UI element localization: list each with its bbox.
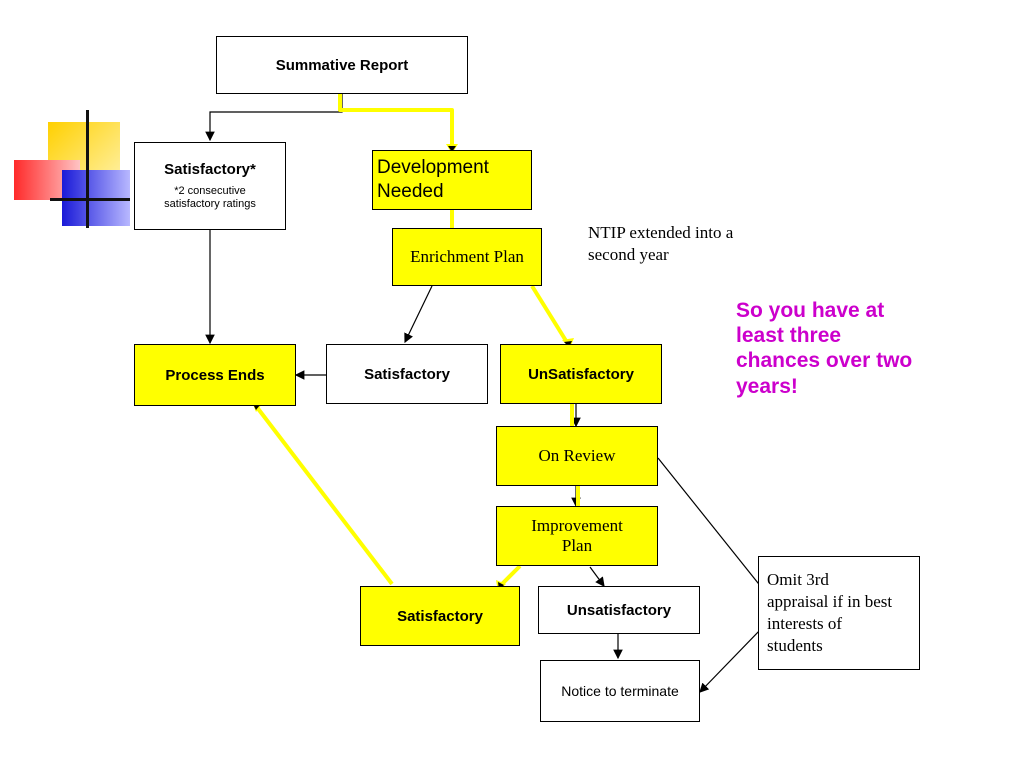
line-improvement-to-unsat (589, 566, 605, 587)
process-ends-label: Process Ends (165, 366, 265, 384)
process-ends-box: Process Ends (134, 344, 296, 406)
summative-report-box: Summative Report (216, 36, 468, 94)
unsatisfactory-mid-box: UnSatisfactory (500, 344, 662, 404)
unsatisfactory-bottom-box: Unsatisfactory (538, 586, 700, 634)
decor-horizontal-line (50, 198, 130, 201)
satisfactory-top-box: Satisfactory* *2 consecutive satisfactor… (134, 142, 286, 230)
development-needed-box: Development Needed (372, 150, 532, 210)
callout-line1: So you have at (736, 299, 885, 322)
on-review-label: On Review (538, 446, 616, 465)
line-summative-to-satisfactory (205, 94, 343, 142)
yellow-path-satisfactory-to-process-ends (254, 404, 394, 586)
omit-third-line1: Omit 3rd (767, 569, 829, 589)
callout-line3: chances over two (736, 349, 913, 373)
ntip-note: NTIP extended into a second year (588, 222, 733, 266)
satisfactory-bottom-box: Satisfactory (360, 586, 520, 646)
omit-third-line2: appraisal if in best (767, 591, 893, 611)
yellow-path-improvement-to-satisfactory (498, 564, 522, 588)
callout-line4: years! (736, 374, 798, 398)
summative-report-label: Summative Report (275, 56, 409, 74)
development-needed-line1: Development (377, 157, 489, 179)
omit-third-box: Omit 3rd appraisal if in best interests … (758, 556, 920, 670)
unsatisfactory-bottom-label: Unsatisfactory (566, 601, 672, 619)
development-needed-line2: Needed (377, 181, 444, 202)
notice-to-terminate-label: Notice to terminate (561, 683, 679, 699)
callout-text: So you have at least three chances over … (736, 298, 912, 399)
ntip-note-line2: second year (588, 245, 669, 265)
on-review-box: On Review (496, 426, 658, 486)
line-omit-to-notice (699, 627, 763, 693)
enrichment-plan-label: Enrichment Plan (410, 247, 524, 266)
omit-third-line3: interests of (767, 614, 843, 633)
ntip-note-line1: NTIP extended into a (588, 223, 734, 242)
line-enrichment-to-satisfactory (404, 285, 433, 344)
notice-to-terminate-box: Notice to terminate (540, 660, 700, 722)
arrowhead-development-tip (448, 146, 456, 152)
satisfactory-top-note-line1: *2 consecutive (174, 184, 246, 197)
improvement-plan-box: Improvement Plan (496, 506, 658, 566)
decor-vertical-line (86, 110, 89, 228)
satisfactory-top-title: Satisfactory* (164, 160, 256, 178)
improvement-plan-line2: Plan (561, 536, 593, 555)
unsatisfactory-mid-label: UnSatisfactory (528, 365, 634, 383)
satisfactory-top-note-line2: satisfactory ratings (164, 198, 256, 210)
satisfactory-mid-box: Satisfactory (326, 344, 488, 404)
omit-third-line4: students (767, 636, 823, 656)
satisfactory-mid-label: Satisfactory (364, 365, 450, 383)
enrichment-plan-box: Enrichment Plan (392, 228, 542, 286)
callout-line2: least three (736, 324, 842, 348)
satisfactory-bottom-label: Satisfactory (397, 607, 483, 625)
yellow-path-summative-to-development (338, 94, 454, 150)
line-review-to-omit (657, 457, 763, 589)
yellow-path-enrichment-to-unsat (530, 284, 570, 346)
improvement-plan-line1: Improvement (531, 515, 623, 535)
